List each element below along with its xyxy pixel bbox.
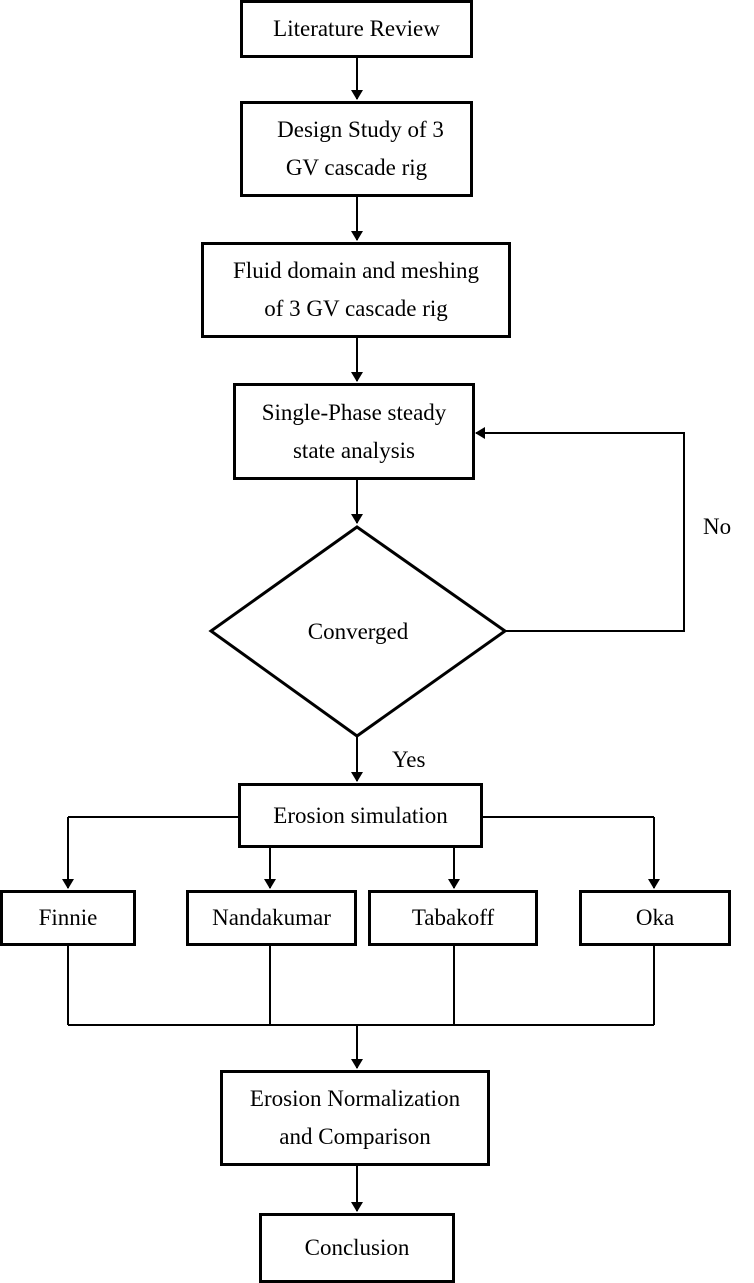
finnie-box: Finnie <box>0 890 136 946</box>
oka-box: Oka <box>579 890 731 946</box>
arrow-no-loop <box>475 427 685 632</box>
design-study-label-line1: Design Study of 3 <box>277 117 444 142</box>
design-study-label-line2: GV cascade rig <box>285 155 428 180</box>
nandakumar-label: Nandakumar <box>212 905 331 930</box>
single-phase-label-line1: Single-Phase steady <box>261 399 447 425</box>
literature-review-label: Literature Review <box>273 16 440 41</box>
tabakoff-box: Tabakoff <box>368 890 538 946</box>
edge-label-yes: Yes <box>392 747 426 772</box>
conclusion-label: Conclusion <box>304 1235 410 1260</box>
normalization-label-line1: Erosion Normalization <box>249 1086 461 1111</box>
converged-label: Converged <box>307 619 409 644</box>
fluid-domain-label-line1: Fluid domain and meshing <box>233 258 479 283</box>
fluid-domain-label-line2: of 3 GV cascade rig <box>264 296 448 321</box>
nandakumar-box: Nandakumar <box>186 890 357 946</box>
single-phase-label-line2: state analysis <box>292 437 415 463</box>
oka-label: Oka <box>635 905 675 930</box>
erosion-simulation-label: Erosion simulation <box>273 802 448 828</box>
converged-diamond <box>208 525 508 738</box>
erosion-normalization-box: Erosion Normalization and Comparison <box>220 1070 490 1166</box>
edge-label-no: No <box>703 514 732 539</box>
normalization-label-line2: and Comparison <box>279 1124 431 1149</box>
single-phase-box: Single-Phase steady state analysis <box>233 383 475 480</box>
fluid-domain-box: Fluid domain and meshing of 3 GV cascade… <box>201 242 511 338</box>
finnie-label: Finnie <box>38 905 98 930</box>
literature-review-box: Literature Review <box>240 0 473 58</box>
conclusion-box: Conclusion <box>259 1213 455 1283</box>
erosion-simulation-box: Erosion simulation <box>238 783 483 848</box>
tabakoff-label: Tabakoff <box>411 905 495 930</box>
design-study-box: Design Study of 3 GV cascade rig <box>240 101 473 197</box>
